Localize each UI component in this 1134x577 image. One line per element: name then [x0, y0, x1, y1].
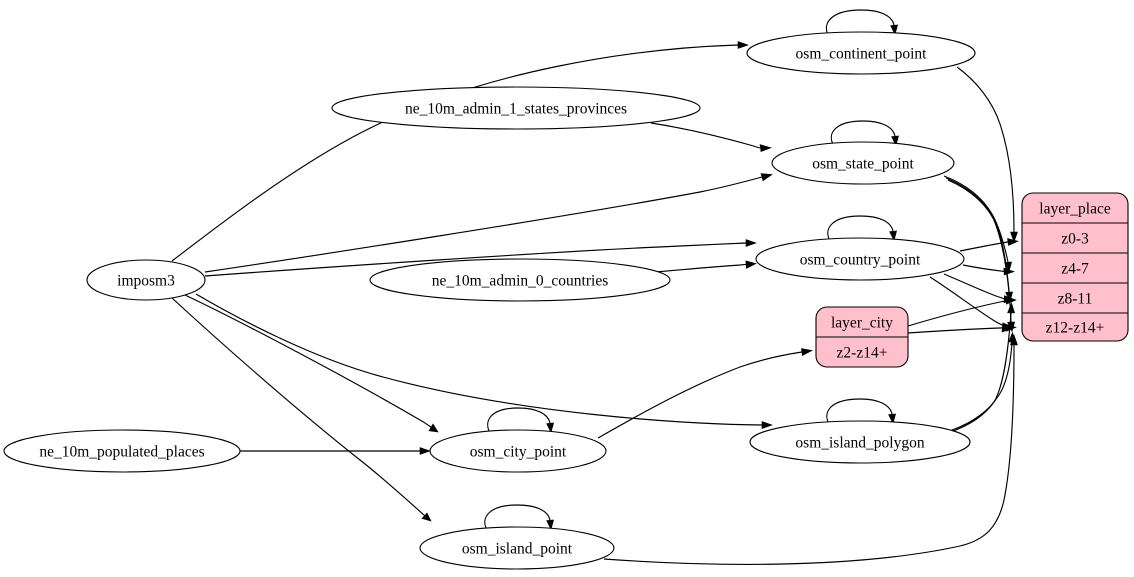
edge-ne_admin0-to-osm_country_point — [654, 260, 757, 273]
record-row-layer_place-title: layer_place — [1039, 201, 1111, 218]
record-layer: layer_place z0-3 z4-7 z8-11 z12-z14+ lay… — [815, 192, 1129, 368]
self-loop-osm_continent_point — [825, 9, 899, 36]
node-label-osm_country_point: osm_country_point — [800, 252, 921, 269]
edge-osm_country_point-to-layer_place-z12_z14 — [929, 276, 1014, 333]
node-osm_country_point[interactable]: osm_country_point — [755, 237, 965, 281]
record-row-layer_city-z2-z14[interactable]: z2-z14+ — [837, 345, 888, 362]
record-row-layer_place-z4-7[interactable]: z4-7 — [1061, 261, 1089, 278]
node-label-imposm3: imposm3 — [117, 273, 175, 290]
record-row-layer_place-z0-3[interactable]: z0-3 — [1061, 231, 1089, 248]
node-ne_10m_populated_places[interactable]: ne_10m_populated_places — [3, 429, 241, 473]
node-label-osm_island_polygon: osm_island_polygon — [795, 435, 924, 452]
node-ne_10m_admin_0_countries[interactable]: ne_10m_admin_0_countries — [369, 258, 671, 302]
record-layer_city[interactable]: layer_city z2-z14+ — [815, 306, 909, 368]
self-loop-osm_state_point — [830, 120, 900, 147]
edge-osm_island_polygon-to-layer_place-z8_11 — [949, 302, 1016, 433]
record-row-layer_place-z12-z14[interactable]: z12-z14+ — [1046, 320, 1105, 337]
edge-imposm3-to-osm_state_point — [204, 173, 773, 273]
node-layer: imposm3 ne_10m_admin_1_states_provinces … — [3, 31, 976, 570]
edge-imposm3-to-osm_island_point — [171, 297, 432, 522]
node-label-osm_island_point: osm_island_point — [462, 541, 573, 558]
edge-ne_admin1-to-osm_state_point — [650, 122, 772, 153]
self-loop-osm_island_polygon — [826, 398, 897, 425]
node-label-osm_state_point: osm_state_point — [812, 156, 914, 173]
edge-osm_country_point-to-layer_place-z8_11 — [943, 273, 1016, 304]
node-osm_island_point[interactable]: osm_island_point — [419, 526, 615, 570]
edge-osm_country_point-to-layer_place-z4_7 — [962, 264, 1015, 276]
edge-ne_populated_places-to-osm_city_point — [240, 447, 431, 455]
node-osm_state_point[interactable]: osm_state_point — [771, 141, 955, 185]
node-label-ne_10m_admin_1_states_provinces: ne_10m_admin_1_states_provinces — [405, 101, 627, 118]
self-loop-osm_island_point — [484, 504, 555, 531]
self-loop-osm_country_point — [827, 215, 898, 242]
edge-imposm3-to-osm_city_point — [184, 294, 439, 433]
self-loop-osm_city_point — [487, 407, 555, 434]
node-osm_island_polygon[interactable]: osm_island_polygon — [749, 420, 971, 464]
node-osm_continent_point[interactable]: osm_continent_point — [746, 31, 976, 75]
record-layer_place[interactable]: layer_place z0-3 z4-7 z8-11 z12-z14+ — [1021, 192, 1129, 342]
edge-osm_continent_point-to-layer_place-z0_3 — [956, 66, 1018, 243]
record-row-layer_place-z8-11[interactable]: z8-11 — [1058, 291, 1093, 308]
edge-imposm3-to-osm_country_point — [204, 239, 757, 277]
edge-imposm3-to-osm_island_polygon — [195, 293, 773, 429]
edge-layer_city-to-layer_place-z12_z14 — [907, 323, 1017, 334]
node-label-osm_city_point: osm_city_point — [470, 444, 567, 461]
node-label-ne_10m_populated_places: ne_10m_populated_places — [39, 444, 204, 461]
record-row-layer_city-title: layer_city — [831, 315, 893, 332]
node-osm_city_point[interactable]: osm_city_point — [429, 429, 607, 473]
edge-layer — [171, 9, 1019, 565]
edge-osm_island_polygon-to-layer_place-z12_z14 — [951, 331, 1017, 431]
node-imposm3[interactable]: imposm3 — [86, 259, 206, 301]
edge-imposm3-to-osm_continent_point — [171, 41, 749, 262]
node-label-osm_continent_point: osm_continent_point — [796, 46, 928, 63]
node-label-ne_10m_admin_0_countries: ne_10m_admin_0_countries — [432, 273, 609, 290]
edge-osm_country_point-to-layer_place-z0_3 — [959, 238, 1019, 252]
edge-osm_island_point-to-layer_place-z12_z14 — [603, 334, 1018, 565]
node-ne_10m_admin_1_states_provinces[interactable]: ne_10m_admin_1_states_provinces — [331, 86, 701, 130]
edge-layer_city-to-layer_place-z8_11 — [907, 297, 1017, 327]
edge-osm_city_point-to-layer_city — [597, 348, 813, 439]
